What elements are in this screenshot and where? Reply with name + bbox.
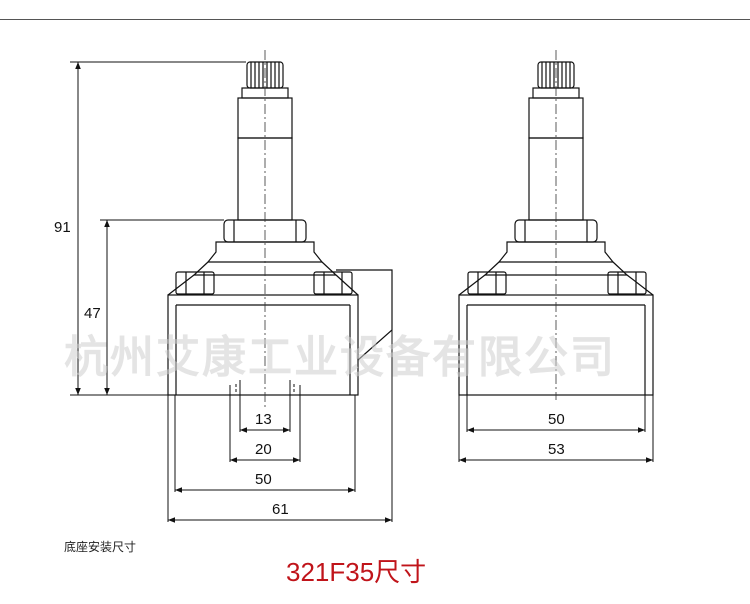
watermark-text: 杭州艾康工业设备有限公司: [64, 332, 616, 383]
height-lower-label: 47: [84, 305, 101, 322]
caption: 底座安装尺寸: [64, 540, 137, 554]
height-total-label: 91: [54, 219, 71, 236]
side-inner-label: 50: [548, 411, 565, 428]
base-outer-label: 61: [272, 501, 289, 518]
side-outer-label: 53: [548, 441, 565, 458]
hole-outer-label: 20: [255, 441, 272, 458]
top-divider: [0, 19, 750, 20]
base-inner-label: 50: [255, 471, 272, 488]
page-title: 321F35尺寸: [286, 557, 427, 587]
side-dimension-lines: [458, 395, 654, 463]
hole-inner-label: 13: [255, 411, 272, 428]
height-dimension-lines: [70, 61, 246, 396]
mounting-dimension-lines: [167, 330, 393, 523]
